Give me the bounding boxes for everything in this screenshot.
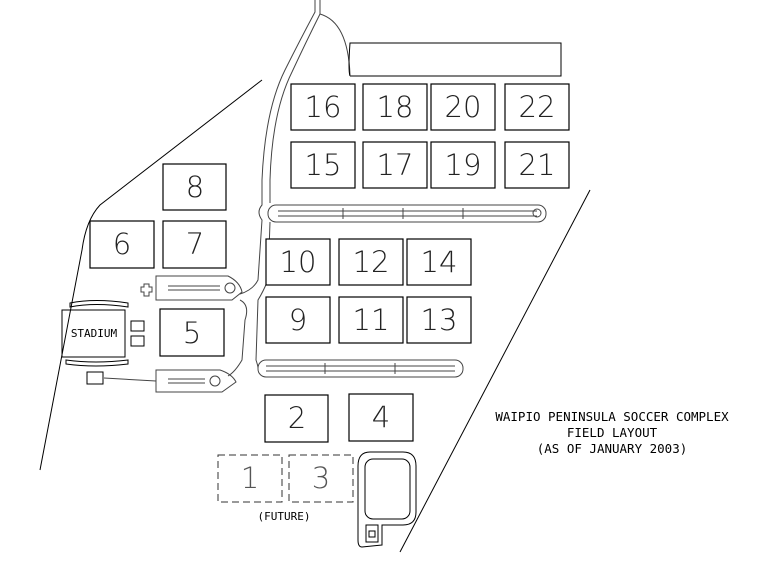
field-number: 13	[421, 303, 458, 337]
field-number: 7	[186, 227, 204, 261]
field-19[interactable]: 19	[430, 141, 496, 189]
field-number: 20	[445, 90, 482, 124]
field-9[interactable]: 9	[265, 296, 331, 344]
field-number: 9	[289, 303, 307, 337]
first-aid-icon	[140, 283, 153, 297]
field-number: 14	[421, 245, 458, 279]
field-2[interactable]: 2	[264, 394, 329, 443]
field-12[interactable]: 12	[338, 238, 404, 286]
field-5[interactable]: 5	[159, 308, 225, 357]
field-number: 15	[305, 148, 342, 182]
field-20[interactable]: 20	[430, 83, 496, 131]
field-number: 8	[186, 170, 204, 204]
field-number: 18	[377, 90, 414, 124]
future-label: (FUTURE)	[258, 510, 311, 523]
field-7[interactable]: 7	[162, 220, 227, 269]
walkway-middle	[257, 359, 464, 378]
field-14[interactable]: 14	[406, 238, 472, 286]
field-number: 5	[183, 316, 201, 350]
field-18[interactable]: 18	[362, 83, 428, 131]
field-number: 17	[377, 148, 414, 182]
walkway-north	[267, 204, 547, 223]
field-10[interactable]: 10	[265, 238, 331, 286]
field-11[interactable]: 11	[338, 296, 404, 344]
field-8[interactable]: 8	[162, 163, 227, 211]
field-17[interactable]: 17	[362, 141, 428, 189]
field-number: 2	[288, 401, 306, 435]
field-13[interactable]: 13	[406, 296, 472, 344]
title-line-2: FIELD LAYOUT	[567, 425, 658, 440]
field-number: 21	[519, 148, 556, 182]
field-22[interactable]: 22	[504, 83, 570, 131]
title-line-3: (AS OF JANUARY 2003)	[537, 441, 688, 456]
field-3-future[interactable]: 3	[288, 454, 354, 503]
field-number: 10	[280, 245, 317, 279]
field-number: 19	[445, 148, 482, 182]
right-boundary-line	[399, 189, 591, 553]
field-6[interactable]: 6	[89, 220, 155, 269]
walkway-west-upper	[155, 275, 243, 301]
field-16[interactable]: 16	[290, 83, 356, 131]
field-number: 22	[519, 90, 556, 124]
field-15[interactable]: 15	[290, 141, 356, 189]
walkway-west-lower	[103, 369, 237, 393]
field-number: 3	[312, 461, 330, 495]
field-21[interactable]: 21	[504, 141, 570, 189]
stadium-label: STADIUM	[71, 327, 118, 340]
field-number: 12	[353, 245, 390, 279]
map-title: WAIPIO PENINSULA SOCCER COMPLEX FIELD LA…	[495, 409, 729, 456]
stadium: STADIUM	[61, 300, 145, 385]
field-number: 1	[241, 461, 259, 495]
field-1-future[interactable]: 1	[217, 454, 283, 503]
running-track	[357, 451, 417, 548]
field-number: 4	[372, 400, 390, 434]
parking-lot	[348, 42, 562, 77]
title-line-1: WAIPIO PENINSULA SOCCER COMPLEX	[495, 409, 729, 424]
field-number: 16	[305, 90, 342, 124]
field-4[interactable]: 4	[348, 393, 414, 442]
field-number: 11	[353, 303, 390, 337]
field-number: 6	[113, 227, 131, 261]
left-boundary-line	[39, 79, 263, 471]
